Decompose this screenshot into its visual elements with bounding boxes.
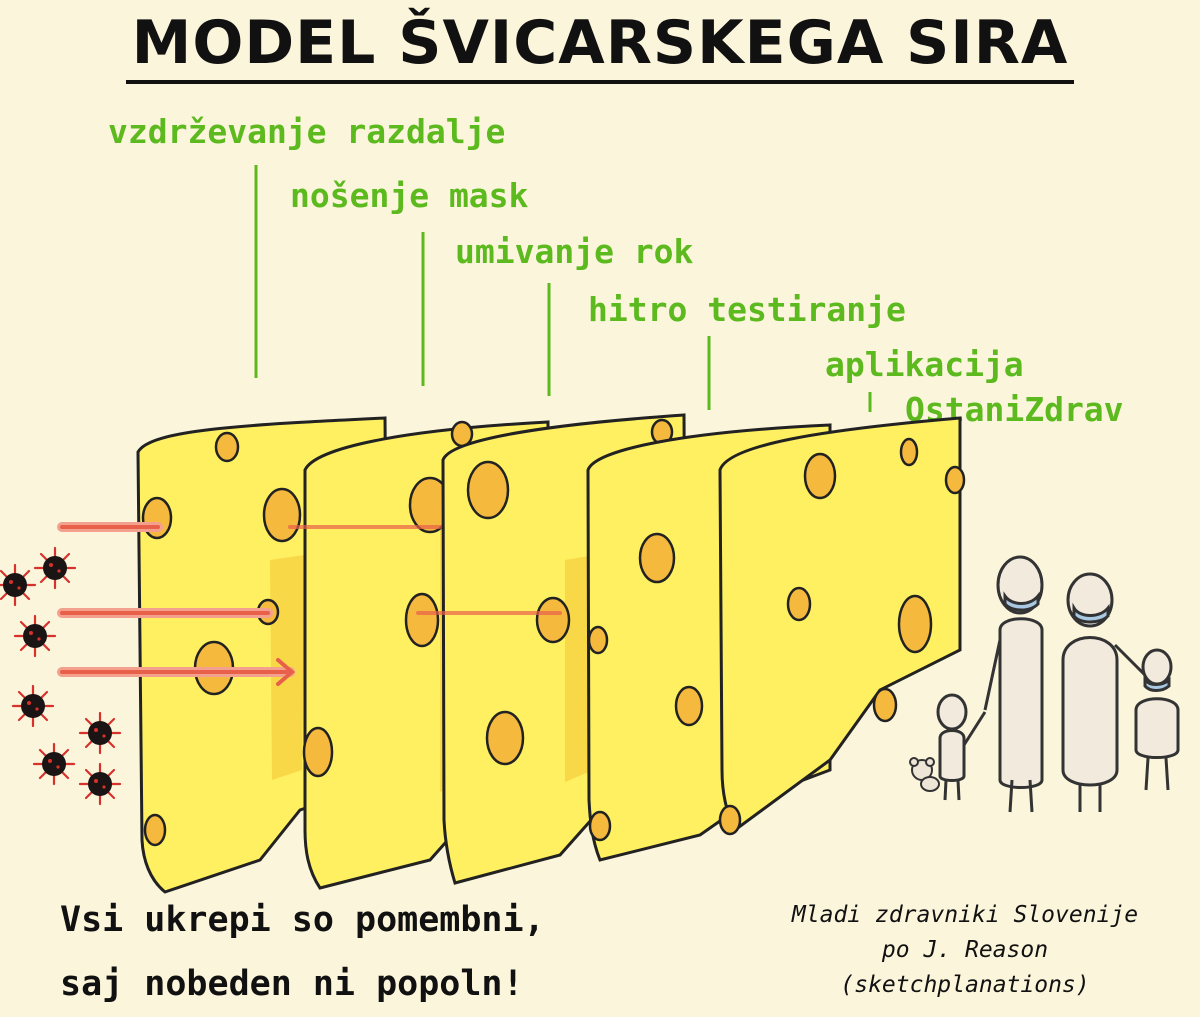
person-icon	[936, 555, 1180, 813]
arrow-icon	[57, 522, 562, 686]
footer-line-2: saj nobeden ni popoln!	[60, 964, 524, 1004]
layer-label-testing: hitro testiranje	[588, 290, 906, 329]
layer-label-app-line1: aplikacija	[825, 345, 1024, 384]
cheese-slice-5	[718, 416, 966, 836]
layer-label-distancing: vzdrževanje razdalje	[108, 112, 506, 151]
footer-message: Vsi ukrepi so pomembni, saj nobeden ni p…	[60, 888, 545, 1016]
credit-block: Mladi zdravniki Slovenije po J. Reason (…	[745, 898, 1185, 1003]
diagram-title: MODEL ŠVICARSKEGA SIRA	[0, 8, 1200, 84]
footer-line-1: Vsi ukrepi so pomembni,	[60, 900, 545, 940]
layer-label-masks: nošenje mask	[290, 176, 529, 215]
teddy-bear-icon	[909, 757, 940, 792]
layer-label-handwashing: umivanje rok	[455, 232, 694, 271]
credit-line-2: po J. Reason	[881, 937, 1049, 963]
credit-line-1: Mladi zdravniki Slovenije	[791, 902, 1139, 928]
credit-line-3: (sketchplanations)	[840, 972, 1090, 998]
leader-lines	[254, 165, 872, 412]
